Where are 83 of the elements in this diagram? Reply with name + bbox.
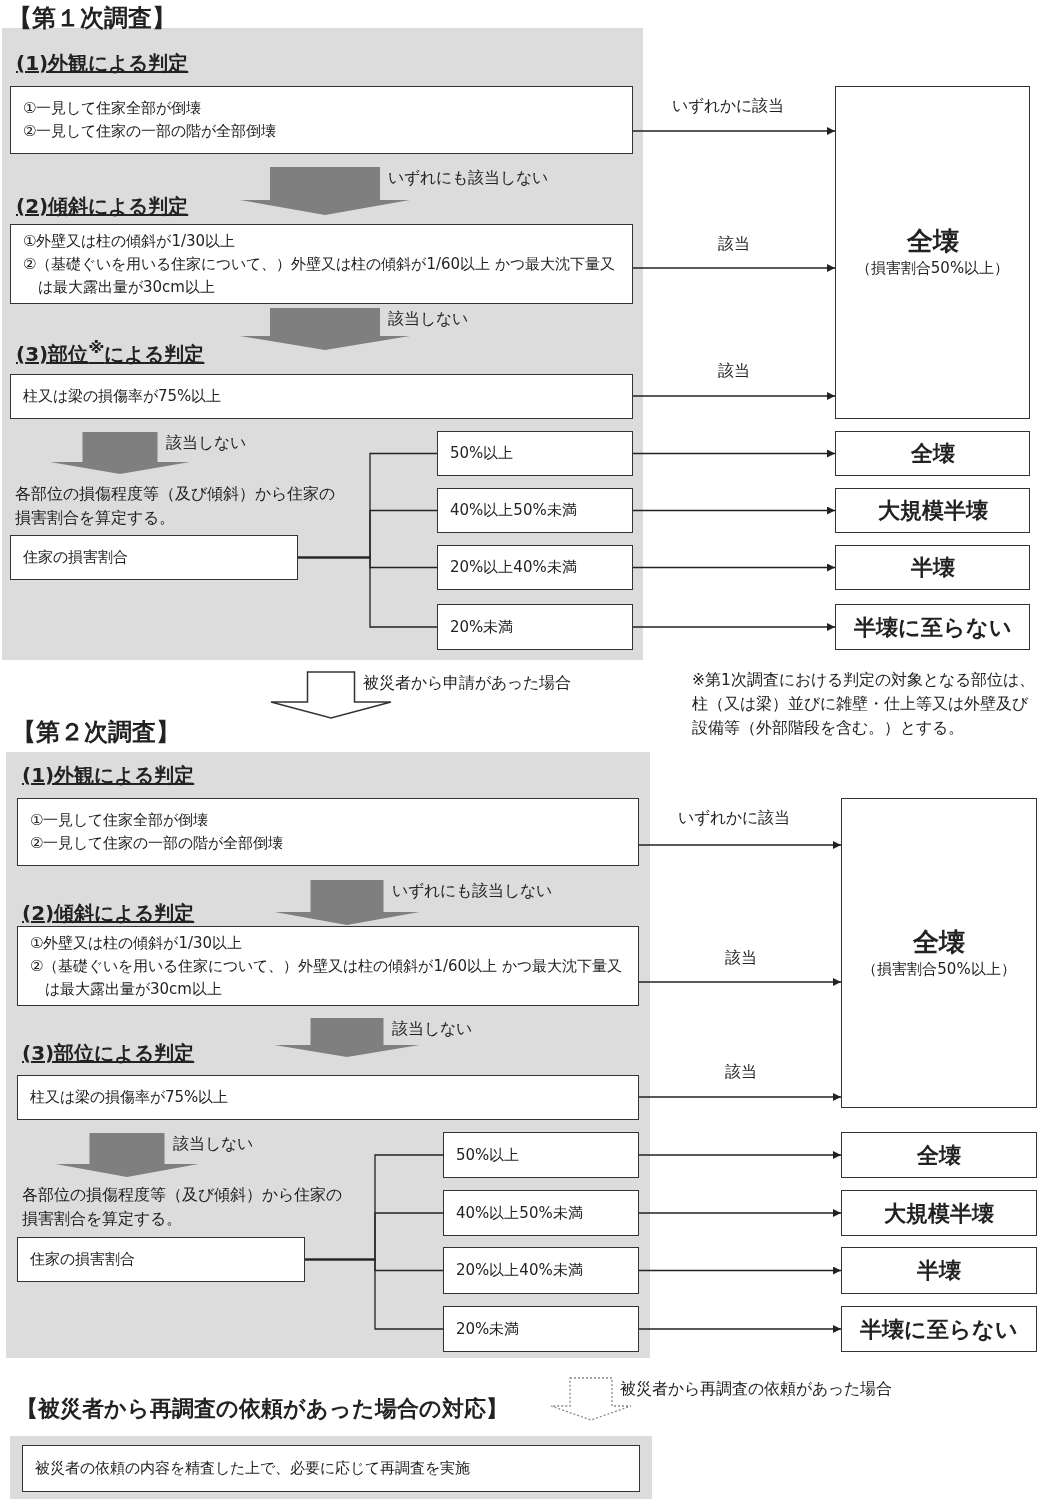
- arrow: [638, 1151, 842, 1159]
- arrow: [638, 841, 842, 849]
- arrow: [638, 1325, 842, 1333]
- criteria-box: 柱又は梁の損傷率が75%以上: [17, 1075, 639, 1120]
- connector-line: [297, 556, 438, 628]
- block-arrow: [274, 880, 420, 925]
- arrow: [632, 449, 836, 458]
- criteria-box: 柱又は梁の損傷率が75%以上: [10, 374, 633, 419]
- arrow: [638, 1209, 842, 1217]
- range-box: 20%以上40%未満: [443, 1247, 639, 1294]
- arrow: [632, 506, 836, 515]
- result-box: 全壊: [835, 431, 1030, 476]
- range-box: 40%以上50%未満: [443, 1190, 639, 1236]
- result-box: 大規模半壊: [835, 488, 1030, 533]
- block-arrow: [55, 1133, 199, 1177]
- criteria-box: [17, 926, 639, 1006]
- criteria-item: ①一見して住家全部が倒壊: [30, 810, 210, 831]
- criteria-box: [10, 224, 633, 304]
- section-heading: (1)外観による判定: [22, 762, 195, 789]
- criteria-box: [10, 86, 633, 154]
- criteria-box: 住家の損害割合: [10, 535, 298, 580]
- arrow: [632, 563, 836, 572]
- arrow: [638, 1093, 842, 1101]
- result-box: 全壊: [841, 1132, 1037, 1178]
- criteria-item: ②一見して住家の一部の階が全部倒壊: [23, 121, 278, 142]
- result-box: 大規模半壊: [841, 1190, 1037, 1236]
- arrow: [638, 978, 842, 986]
- range-box: 50%以上: [437, 431, 633, 476]
- range-box: 20%未満: [437, 604, 633, 650]
- range-box: 50%以上: [443, 1132, 639, 1178]
- footnote: ※第1次調査における判定の対象となる部位は、柱（又は梁）並びに雑壁・仕上等又は外壁及び設備等（外部階段を含む。）とする。: [692, 670, 1036, 739]
- arrow: [632, 127, 836, 135]
- block-arrow: [240, 167, 410, 215]
- edge-label: いずれにも該当しない: [386, 168, 550, 189]
- edge-label: 該当しない: [389, 1019, 474, 1040]
- section-heading: (1)外観による判定: [16, 50, 189, 77]
- edge-label: 被災者から申請があった場合: [360, 673, 573, 694]
- section-heading: (3)部位による判定: [22, 1040, 195, 1067]
- result-box: 半壊: [841, 1247, 1037, 1294]
- arrow: [632, 392, 836, 400]
- edge-label: 該当しない: [386, 309, 470, 330]
- section-heading: (2)傾斜による判定: [16, 193, 189, 220]
- result-box: [835, 86, 1030, 419]
- criteria-item: ①外壁又は柱の傾斜が1/30以上: [23, 230, 237, 252]
- criteria-item: ②（基礎ぐいを用いる住家について、）外壁又は柱の傾斜が1/60以上 かつ最大沈下量又は最大露出量が30cm以上: [30, 955, 623, 1000]
- connector-line: [304, 1258, 444, 1330]
- criteria-item: ②（基礎ぐいを用いる住家について、）外壁又は柱の傾斜が1/60以上 かつ最大沈下量又は最大露出量が30cm以上: [23, 253, 616, 298]
- edge-label: 被災者から再調査の依頼があった場合: [618, 1379, 894, 1400]
- result-box: [841, 798, 1037, 1108]
- note-text: 各部位の損傷程度等（及び傾斜）から住家の損害割合を算定する。: [15, 484, 335, 529]
- edge-label: 該当しない: [163, 433, 248, 454]
- criteria-item: ①外壁又は柱の傾斜が1/30以上: [30, 932, 244, 954]
- block-arrow: [270, 671, 392, 719]
- result-note: （損害割合50%以上）: [855, 258, 1010, 279]
- criteria-box: [17, 798, 639, 866]
- panel-title: 【被災者から再調査の依頼があった場合の対応】: [16, 1395, 508, 1423]
- criteria-item: ②一見して住家の一部の階が全部倒壊: [30, 833, 285, 854]
- arrow: [638, 1266, 842, 1275]
- criteria-box: 被災者の依頼の内容を精査した上で、必要に応じて再調査を実施: [22, 1445, 640, 1492]
- section-heading: (3)部位$^{※}$による判定: [16, 338, 205, 368]
- range-box: 40%以上50%未満: [437, 488, 633, 533]
- block-arrow: [240, 308, 410, 350]
- note-text: 各部位の損傷程度等（及び傾斜）から住家の損害割合を算定する。: [22, 1185, 342, 1230]
- result-title: 全壊: [906, 225, 959, 257]
- survey-panel: [6, 716, 650, 1358]
- survey-panel: [2, 2, 643, 660]
- edge-label: 該当しない: [170, 1134, 255, 1155]
- criteria-box: 住家の損害割合: [17, 1237, 305, 1282]
- range-box: 20%以上40%未満: [437, 545, 633, 590]
- section-heading: (2)傾斜による判定: [22, 900, 195, 927]
- block-arrow: [50, 432, 190, 474]
- panel-title: 【第１次調査】: [8, 3, 176, 34]
- criteria-item: ①一見して住家全部が倒壊: [23, 98, 203, 119]
- block-arrow: [550, 1377, 632, 1421]
- result-title: 全壊: [913, 925, 965, 958]
- range-box: 20%未満: [443, 1306, 639, 1352]
- arrow: [632, 264, 836, 272]
- arrow: [632, 623, 836, 631]
- panel-title: 【第２次調査】: [12, 717, 180, 748]
- result-note: （損害割合50%以上）: [862, 958, 1016, 980]
- result-box: 半壊に至らない: [835, 604, 1030, 650]
- result-box: 半壊: [835, 545, 1030, 590]
- result-box: 半壊に至らない: [841, 1306, 1037, 1352]
